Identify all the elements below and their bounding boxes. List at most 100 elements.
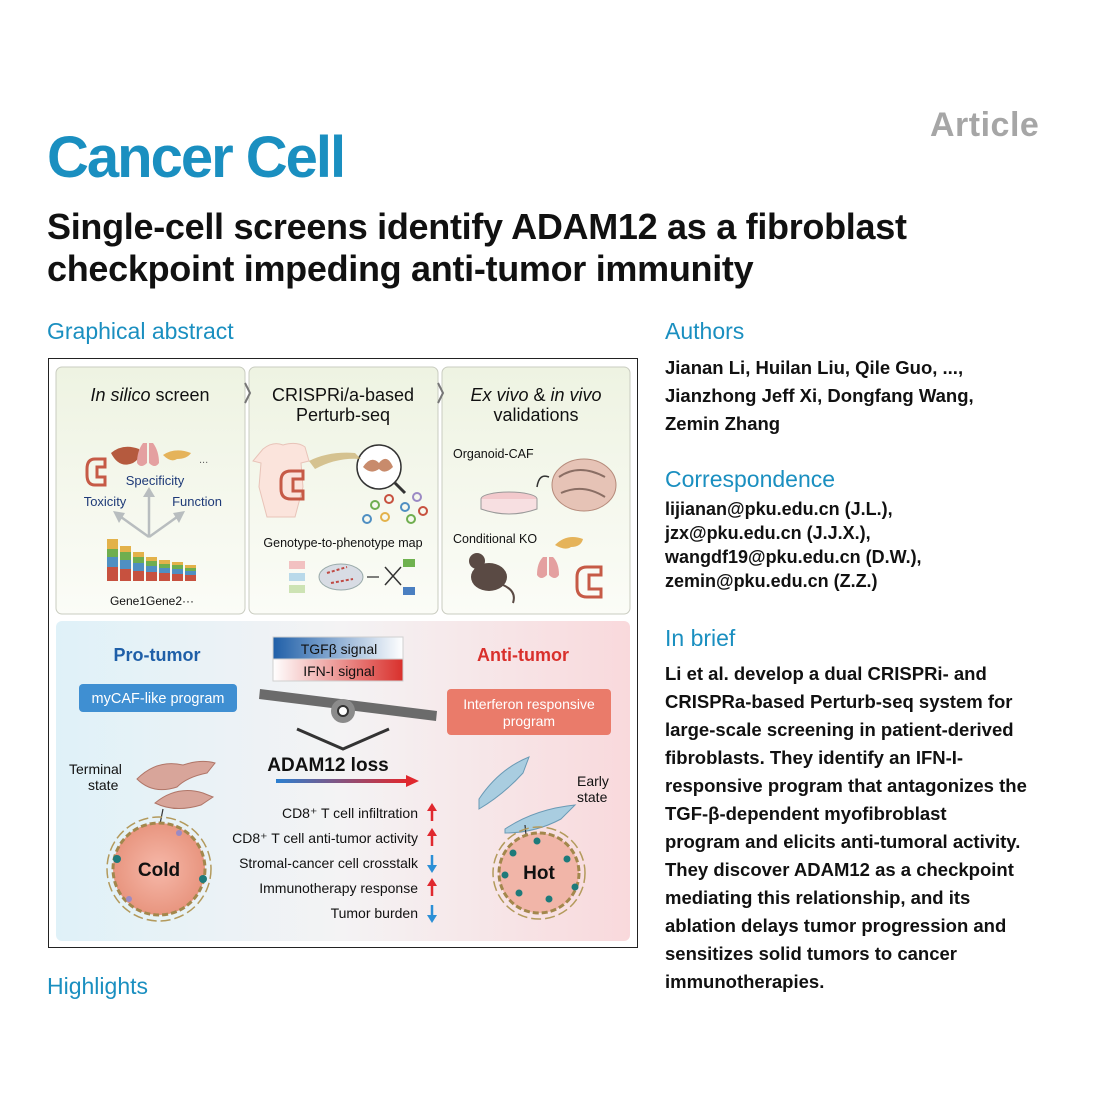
immune-cell: [126, 896, 132, 902]
gene-bar-segment: [107, 557, 118, 567]
brief-line: responsive program that antagonizes the: [665, 775, 1027, 796]
gene-bar-segment: [185, 575, 196, 581]
authors-list: Jianan Li, Huilan Liu, Qile Guo, ..., Ji…: [665, 354, 1065, 438]
pancreas-icon: [163, 450, 191, 461]
organoid-image: [551, 458, 617, 512]
stroma-fibers: [492, 826, 586, 920]
gene-bar-segment: [172, 574, 183, 581]
cold-tumor: Cold: [106, 816, 212, 922]
brief-line: CRISPRa-based Perturb-seq system for: [665, 691, 1013, 712]
fibroblast-cell: [136, 760, 216, 791]
t-cell: [515, 889, 523, 897]
anti-tumor-label: Anti-tumor: [477, 645, 569, 665]
gene-axis-label: Gene1Gene2···: [110, 594, 194, 608]
toxicity-label: Toxicity: [84, 494, 127, 509]
t-cell: [545, 895, 553, 903]
sgrna-bead: [370, 500, 380, 510]
email-link[interactable]: zemin@pku.edu.cn (Z.Z.): [665, 571, 878, 591]
brief-line: program and elicits anti-tumoral activit…: [665, 831, 1021, 852]
immune-cell: [176, 830, 182, 836]
colon-icon: [575, 565, 603, 599]
highlights-heading: Highlights: [47, 973, 148, 999]
mycaf-fibroblast-cells: [136, 760, 216, 830]
brief-line: TGF-β-dependent myofibroblast: [665, 803, 947, 824]
chevron-right-icon: [437, 382, 445, 404]
terminal-state-label-2: state: [88, 777, 119, 793]
correspondence-list: lijianan@pku.edu.cn (J.L.), jzx@pku.edu.…: [665, 497, 1065, 593]
cell-shape: [318, 563, 364, 591]
panel-validations: [441, 366, 631, 615]
graphical-abstract-svg: In silico screen ... Specificity Toxicit…: [55, 366, 631, 941]
gene-bar-segment: [133, 563, 144, 571]
panel2-title-line1: CRISPRi/a-based: [272, 385, 414, 405]
graphical-abstract-heading: Graphical abstract: [47, 318, 234, 344]
effect-label: CD8⁺ T cell infiltration: [282, 805, 418, 821]
sgrna-bead: [380, 512, 390, 522]
hot-tumor-label: Hot: [523, 863, 555, 884]
effect-label: Immunotherapy response: [259, 880, 418, 896]
organoid-caf-label: Organoid-CAF: [453, 447, 534, 461]
article-type-label: Article: [930, 106, 1040, 144]
email-link[interactable]: jzx@pku.edu.cn (J.J.X.),: [665, 523, 871, 543]
genotype-map-diagram: [289, 559, 415, 595]
chevron-down-icon: [296, 727, 390, 751]
map-cross: [384, 566, 402, 586]
ifn-signal-label: IFN-I signal: [303, 663, 375, 679]
brief-line: immunotherapies.: [665, 971, 825, 992]
panel1-title: In silico screen: [90, 385, 209, 405]
lung-icon: [537, 557, 559, 578]
scale-pivot-hole: [337, 705, 349, 717]
infiltrating-t-cells: [501, 837, 579, 903]
tgfb-signal-label: TGFβ signal: [301, 641, 378, 657]
mycaf-program-label: myCAF-like program: [92, 691, 225, 707]
mouse-body: [471, 563, 507, 591]
in-brief-text: Li et al. develop a dual CRISPRi- and CR…: [665, 660, 1060, 996]
organ-icons: ...: [85, 443, 208, 487]
brief-line: Li et al. develop a dual CRISPRi- and: [665, 663, 987, 684]
mouse-icon: [469, 553, 515, 604]
email-link[interactable]: lijianan@pku.edu.cn (J.L.),: [665, 499, 893, 519]
sgrna-bead: [418, 506, 428, 516]
conditional-ko-label: Conditional KO: [453, 532, 537, 546]
authors-line: Zemin Zhang: [665, 413, 781, 434]
hot-tumor: Hot: [492, 826, 586, 920]
ifn-program-box: [447, 689, 611, 735]
colon-icon: [279, 469, 305, 501]
gene-bar-segment: [159, 560, 170, 564]
map-block: [289, 561, 305, 569]
correspondence-heading: Correspondence: [665, 466, 836, 492]
fibroblast-cell: [504, 804, 577, 834]
gene-bar-segment: [120, 560, 131, 569]
pro-tumor-label: Pro-tumor: [114, 645, 201, 665]
email-link[interactable]: wangdf19@pku.edu.cn (D.W.),: [665, 547, 922, 567]
gene-bar-segment: [120, 569, 131, 581]
gene-bar-segment: [107, 549, 118, 557]
mouse-head: [469, 553, 485, 569]
sgrna-bead: [362, 514, 372, 524]
fibroblast-cell: [478, 756, 530, 810]
t-cell: [509, 849, 517, 857]
immune-cell: [199, 875, 207, 883]
authors-line: Jianzhong Jeff Xi, Dongfang Wang,: [665, 385, 974, 406]
tumor-mass: [111, 821, 207, 917]
gene-bar-segment: [172, 569, 183, 574]
panel3-title-line1: Ex vivo & in vivo: [470, 385, 601, 405]
gene-bar-segment: [107, 539, 118, 549]
gene-bar-segment: [120, 552, 131, 560]
ifn-fibroblast-cells: [478, 756, 577, 846]
sgrna-bead: [384, 494, 394, 504]
paper-title: Single-cell screens identify ADAM12 as a…: [47, 206, 907, 289]
lens-beam: [309, 452, 361, 469]
panel3-title-line2: validations: [493, 405, 578, 425]
gene-bar-segment: [159, 564, 170, 568]
authors-heading: Authors: [665, 318, 745, 344]
ifn-program-label-2: program: [503, 713, 555, 729]
in-brief-heading: In brief: [665, 625, 736, 651]
gene-bar-segment: [107, 567, 118, 581]
liver-icon: [111, 446, 141, 465]
t-cell: [571, 883, 579, 891]
panel2-title-line2: Perturb-seq: [296, 405, 390, 425]
pancreas-icon: [555, 537, 583, 549]
stroma-fibers: [106, 816, 212, 922]
lung-icon: [137, 443, 159, 466]
